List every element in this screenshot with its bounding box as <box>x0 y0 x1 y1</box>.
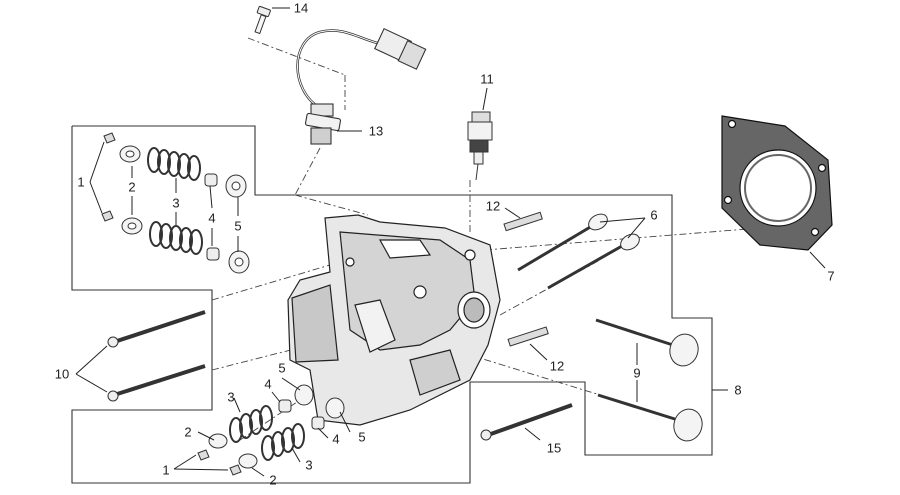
callout-5-lower-b: 5 <box>358 429 366 445</box>
callout-6: 6 <box>650 207 658 223</box>
callout-12-lower: 12 <box>549 358 565 374</box>
cylinder-head <box>287 214 501 426</box>
valve-train-top <box>101 132 250 274</box>
callout-3-lower-b: 3 <box>305 457 313 473</box>
callout-15: 15 <box>546 440 562 456</box>
callout-4-upper: 4 <box>208 210 216 226</box>
callout-4-lower-b: 4 <box>332 431 340 447</box>
bolt-14 <box>254 5 271 35</box>
callout-5-lower-a: 5 <box>278 360 286 376</box>
callout-8: 8 <box>734 382 742 398</box>
callout-3-lower-a: 3 <box>227 389 235 405</box>
callout-4-lower-a: 4 <box>264 376 272 392</box>
valves-9 <box>595 318 703 442</box>
bolts-10 <box>107 310 206 402</box>
callout-13: 13 <box>368 123 384 139</box>
leader-lines <box>75 7 826 477</box>
callout-14: 14 <box>293 0 309 16</box>
callout-3-upper: 3 <box>172 195 180 211</box>
callout-9: 9 <box>633 365 641 381</box>
callout-2-lower-b: 2 <box>269 472 277 488</box>
valve-train-bottom <box>197 384 345 476</box>
bolt-15 <box>480 403 573 441</box>
callout-11: 11 <box>480 71 494 87</box>
callout-1-lower: 1 <box>162 462 170 478</box>
sensor-13 <box>296 27 427 145</box>
callout-1-upper: 1 <box>77 174 85 190</box>
callout-2-upper: 2 <box>128 179 136 195</box>
stud-12-bottom <box>507 326 549 347</box>
alignment-lines <box>211 37 761 441</box>
gasket-7 <box>721 115 833 251</box>
callout-2-lower-a: 2 <box>184 424 192 440</box>
callout-5-upper: 5 <box>234 218 242 234</box>
callout-12-upper: 12 <box>485 198 501 214</box>
stud-12-top <box>503 211 543 232</box>
sensor-11 <box>467 111 493 181</box>
valves-6 <box>517 213 640 290</box>
callout-7: 7 <box>827 268 835 284</box>
callout-10: 10 <box>54 366 70 382</box>
